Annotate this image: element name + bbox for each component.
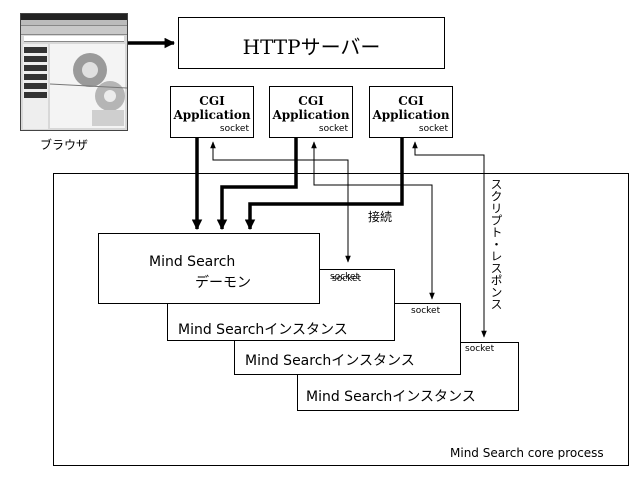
cgi-app-box-1: CGI Application socket: [170, 86, 254, 138]
cgi-app-3-socket: socket: [418, 124, 448, 134]
browser-sidebar: [23, 44, 48, 129]
cgi-app-box-2: CGI Application socket: [269, 86, 353, 138]
daemon-socket-label: socket: [330, 272, 360, 282]
cgi-app-2-line1: CGI: [298, 94, 324, 108]
instance-socket-label-2: socket: [411, 306, 441, 316]
connect-annotation: 接続: [368, 210, 393, 224]
cgi-app-1-line1: CGI: [199, 94, 225, 108]
instance-socket-label-3: socket: [465, 344, 495, 354]
cgi-app-3-line2: Application: [372, 108, 450, 122]
cgi-app-2-socket: socket: [318, 124, 348, 134]
daemon-label-line1: Mind Search: [149, 254, 236, 270]
http-server-label: HTTPサーバー: [242, 35, 381, 59]
daemon-label-line2: デーモン: [195, 275, 251, 291]
instance-label-3: Mind Searchインスタンス: [306, 389, 476, 405]
cgi-app-1-line2: Application: [173, 108, 251, 122]
cgi-app-3-line1: CGI: [398, 94, 424, 108]
browser-label: ブラウザ: [40, 138, 89, 152]
cgi-app-2-line2: Application: [272, 108, 350, 122]
cgi-app-1-socket: socket: [219, 124, 249, 134]
browser-screenshot: [20, 13, 128, 131]
core-process-label: Mind Search core process: [450, 446, 604, 460]
instance-label-1: Mind Searchインスタンス: [178, 322, 348, 338]
instance-label-2: Mind Searchインスタンス: [245, 353, 415, 369]
http-server-box: HTTPサーバー: [178, 17, 445, 69]
browser-page-graphic: [49, 44, 127, 128]
daemon-box: Mind Search デーモン socket: [98, 233, 361, 304]
cgi-app-box-3: CGI Application socket: [369, 86, 453, 138]
script-response-annotation: スクリプト・レスポンス: [489, 178, 503, 310]
